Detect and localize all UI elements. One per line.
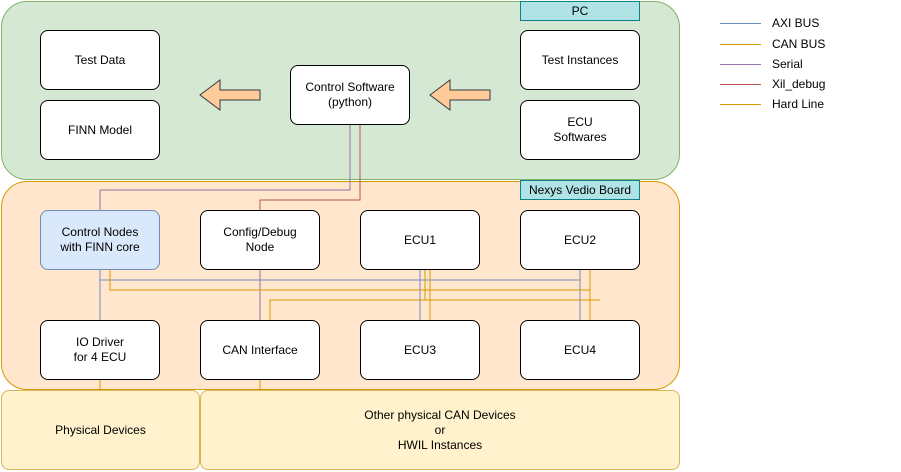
ecu1-box: ECU1	[360, 210, 480, 270]
ecu-softwares-box: ECU Softwares	[520, 100, 640, 160]
xil-debug-line	[259, 125, 361, 210]
control-nodes-box: Control Nodes with FINN core	[40, 210, 160, 270]
can-interface-box: CAN Interface	[200, 320, 320, 380]
legend-item-can-bus: CAN BUS	[720, 37, 825, 51]
legend-swatch-axi-bus	[720, 22, 761, 24]
arrow-to-test-data	[199, 79, 261, 111]
ecu3-box: ECU3	[360, 320, 480, 380]
legend-swatch-can-bus	[720, 43, 761, 45]
serial-line	[99, 125, 351, 210]
can-bus-line	[269, 299, 600, 320]
legend-item-hard-line: Hard Line	[720, 97, 824, 111]
nexys-board-tag: Nexys Vedio Board	[520, 180, 640, 200]
other-devices-label: Other physical CAN Devices or HWIL Insta…	[364, 407, 516, 452]
legend-label-xil-debug: Xil_debug	[772, 77, 826, 91]
io-driver-box: IO Driver for 4 ECU	[40, 320, 160, 380]
legend-label-hard-line: Hard Line	[772, 97, 825, 111]
legend-label-can-bus: CAN BUS	[772, 37, 826, 51]
legend-swatch-xil-debug	[720, 83, 761, 85]
axi-bus-line	[99, 270, 580, 281]
control-software-box: Control Software (python)	[290, 65, 410, 125]
legend-swatch-serial	[720, 63, 761, 65]
legend-label-serial: Serial	[772, 57, 803, 71]
other-devices-region	[200, 390, 680, 470]
arrow-to-control-software	[429, 79, 491, 111]
ecu4-box: ECU4	[520, 320, 640, 380]
physical-devices-region	[1, 390, 200, 470]
legend-item-xil-debug: Xil_debug	[720, 77, 825, 91]
legend-label-axi-bus: AXI BUS	[772, 16, 820, 30]
legend-item-axi-bus: AXI BUS	[720, 16, 819, 30]
legend-item-serial: Serial	[720, 57, 803, 71]
legend-swatch-hard-line	[720, 103, 761, 105]
pc-tag: PC	[520, 1, 640, 21]
physical-devices-label: Physical Devices	[55, 422, 146, 437]
test-instances-box: Test Instances	[520, 30, 640, 90]
config-debug-node-box: Config/Debug Node	[200, 210, 320, 270]
finn-model-box: FINN Model	[40, 100, 160, 160]
test-data-box: Test Data	[40, 30, 160, 90]
ecu2-box: ECU2	[520, 210, 640, 270]
